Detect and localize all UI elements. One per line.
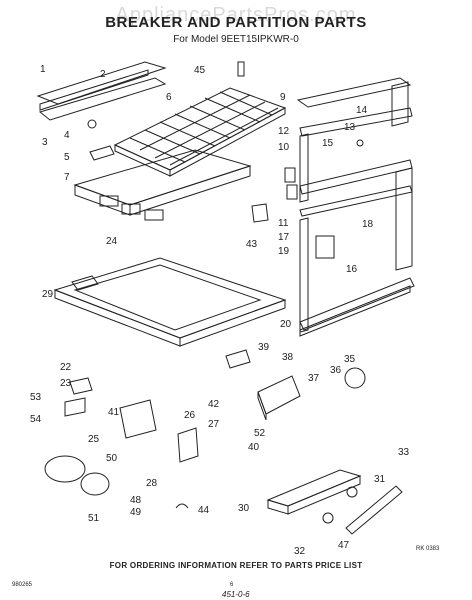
callout-3: 3 — [42, 137, 48, 148]
callout-35: 35 — [344, 354, 356, 365]
callout-30: 30 — [238, 503, 250, 514]
callout-26: 26 — [184, 410, 196, 421]
part-tray — [73, 149, 252, 221]
callout-19: 19 — [278, 246, 290, 257]
part-frame-lower — [299, 217, 415, 337]
part-4-screw — [87, 119, 97, 129]
callout-53: 53 — [30, 392, 42, 403]
page-number: 6 — [230, 582, 234, 588]
callout-10: 10 — [278, 142, 290, 153]
part-39-cover — [225, 349, 251, 369]
callout-9: 9 — [280, 92, 286, 103]
callout-17: 17 — [278, 232, 290, 243]
callout-28: 28 — [146, 478, 158, 489]
callout-11: 11 — [278, 218, 289, 229]
part-35-bulb — [344, 367, 366, 389]
callout-33: 33 — [398, 447, 410, 458]
part-breaker-strip-top — [36, 61, 167, 121]
callout-4: 4 — [64, 130, 70, 141]
callout-49: 49 — [130, 507, 142, 518]
part-5-bracket — [89, 145, 115, 161]
callout-7: 7 — [64, 172, 70, 183]
callout-13: 13 — [344, 122, 356, 133]
callout-38: 38 — [282, 352, 294, 363]
handwritten-note: 451-0-6 — [222, 590, 250, 599]
page-title: BREAKER AND PARTITION PARTS — [105, 14, 367, 31]
watermark: AppliancePartsPros.com — [115, 4, 357, 26]
part-31-knob — [346, 486, 358, 498]
callout-23: 23 — [60, 378, 72, 389]
callout-43: 43 — [246, 239, 258, 250]
callout-20: 20 — [280, 319, 292, 330]
model-subtitle: For Model 9EET15IPKWR-0 — [173, 34, 299, 45]
callout-32: 32 — [294, 546, 306, 557]
part-frame-side — [395, 167, 413, 271]
callout-labels: 1 2 3 4 5 6 7 9 10 11 12 13 14 15 16 17 … — [30, 64, 410, 557]
part-47-knob — [322, 512, 334, 524]
callout-36: 36 — [330, 365, 342, 376]
part-frame-top — [296, 77, 413, 137]
callout-24: 24 — [106, 236, 118, 247]
part-44-clip — [175, 503, 189, 509]
callout-25: 25 — [88, 434, 100, 445]
callout-37: 37 — [308, 373, 320, 384]
callout-1: 1 — [40, 64, 46, 75]
part-30-trim — [266, 469, 362, 515]
part-29-block — [71, 275, 99, 291]
callout-40: 40 — [248, 442, 260, 453]
callout-52: 52 — [254, 428, 266, 439]
callout-6: 6 — [166, 92, 172, 103]
callout-44: 44 — [198, 505, 210, 516]
callout-45: 45 — [194, 65, 206, 76]
part-43-bracket — [251, 203, 269, 223]
callout-2: 2 — [100, 69, 106, 80]
callout-14: 14 — [356, 105, 368, 116]
callout-47: 47 — [338, 540, 350, 551]
callout-42: 42 — [208, 399, 220, 410]
part-45-pin — [237, 61, 245, 77]
part-shelf-grid — [113, 87, 287, 177]
part-10-clip — [284, 167, 296, 183]
callout-16: 16 — [346, 264, 358, 275]
callout-31: 31 — [374, 474, 386, 485]
callout-15: 15 — [322, 138, 334, 149]
part-divider-panel — [53, 257, 287, 347]
callout-22: 22 — [60, 362, 72, 373]
document-number: 980265 — [12, 582, 33, 588]
diagram-code: RK 0383 — [416, 546, 440, 552]
part-frame-mid — [299, 133, 413, 217]
callout-12: 12 — [278, 126, 290, 137]
part-33-strip — [345, 485, 403, 535]
callout-18: 18 — [362, 219, 374, 230]
callout-41: 41 — [108, 407, 120, 418]
part-lower-left-assembly — [44, 377, 199, 496]
part-37-housing — [257, 375, 301, 421]
ordering-footer: FOR ORDERING INFORMATION REFER TO PARTS … — [109, 561, 363, 570]
part-16-switch — [315, 235, 335, 259]
callout-54: 54 — [30, 414, 42, 425]
callout-48: 48 — [130, 495, 142, 506]
callout-27: 27 — [208, 419, 220, 430]
callout-51: 51 — [88, 513, 100, 524]
callout-5: 5 — [64, 152, 70, 163]
part-11-clip — [286, 184, 298, 200]
part-13-screw — [356, 139, 364, 147]
callout-29: 29 — [42, 289, 54, 300]
callout-50: 50 — [106, 453, 118, 464]
callout-39: 39 — [258, 342, 270, 353]
